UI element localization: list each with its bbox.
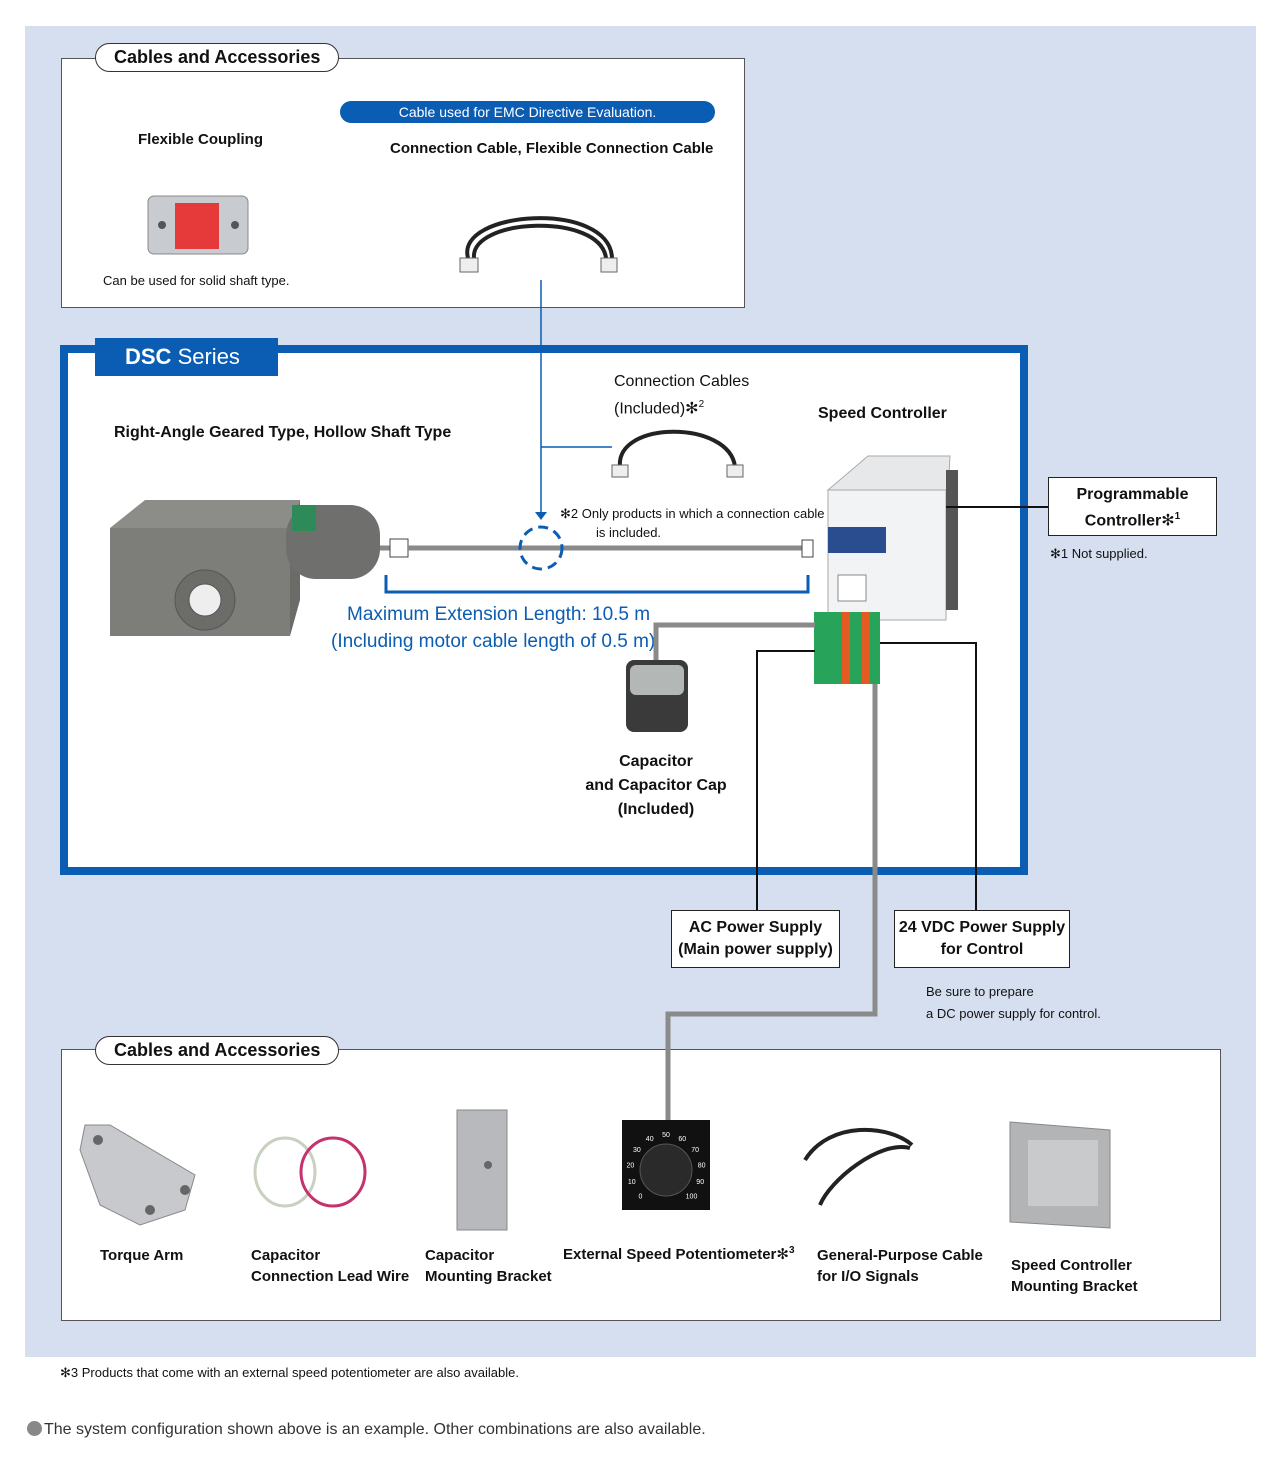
- plc-sup: 1: [1174, 511, 1181, 522]
- item-label: General-Purpose Cable: [817, 1247, 983, 1264]
- bottom-panel-title: Cables and Accessories: [95, 1036, 340, 1065]
- bullet-icon: [27, 1421, 42, 1436]
- plc-line1: Programmable: [1076, 486, 1189, 503]
- note2: ✻2 Only products in which a connection c…: [560, 504, 825, 542]
- system-note-text: The system configuration shown above is …: [44, 1421, 706, 1438]
- emc-badge: Cable used for EMC Directive Evaluation.: [340, 101, 715, 123]
- programmable-controller-box: Programmable Controller✻1: [1048, 477, 1217, 536]
- torque-arm-label: Torque Arm: [100, 1245, 183, 1266]
- capacitor-label: Capacitor and Capacitor Cap (Included): [576, 750, 736, 822]
- top-accessories-panel: [61, 58, 745, 308]
- dc-power-line1: 24 VDC Power Supply: [898, 919, 1066, 936]
- capacitor-line2: and Capacitor Cap: [585, 777, 727, 794]
- ac-power-line2: (Main power supply): [678, 941, 833, 958]
- item-label: External Speed Potentiometer✻: [563, 1246, 789, 1263]
- max-extension-line2: (Including motor cable length of 0.5 m): [331, 631, 656, 652]
- speed-controller-label: Speed Controller: [818, 405, 947, 422]
- item-sup: 3: [788, 1245, 795, 1256]
- system-note: The system configuration shown above is …: [27, 1421, 706, 1439]
- item-label: Connection Lead Wire: [251, 1268, 410, 1285]
- io-cable-label: General-Purpose Cable for I/O Signals: [817, 1245, 983, 1287]
- connection-cables-line1: Connection Cables: [614, 373, 750, 390]
- motor-label: Right-Angle Geared Type, Hollow Shaft Ty…: [114, 424, 452, 441]
- flexible-coupling-label: Flexible Coupling: [138, 131, 264, 148]
- dc-power-note: Be sure to prepare a DC power supply for…: [926, 981, 1101, 1025]
- capacitor-line1: Capacitor: [619, 753, 693, 770]
- item-label: Speed Controller: [1011, 1257, 1132, 1274]
- connection-cables-sup: 2: [698, 399, 705, 410]
- coupling-note: Can be used for solid shaft type.: [103, 273, 290, 288]
- dsc-series-tab: DSC Series: [95, 338, 278, 376]
- plc-note: ✻1 Not supplied.: [1050, 546, 1148, 561]
- connection-cables-label: Connection Cables (Included)✻2: [614, 370, 749, 420]
- ac-power-box: AC Power Supply (Main power supply): [671, 910, 840, 968]
- item-label: for I/O Signals: [817, 1268, 919, 1285]
- controller-bracket-label: Speed Controller Mounting Bracket: [1011, 1255, 1138, 1297]
- dc-note2: a DC power supply for control.: [926, 1006, 1101, 1021]
- top-panel-title: Cables and Accessories: [95, 43, 340, 72]
- series-name: DSC: [125, 344, 172, 369]
- ac-power-line1: AC Power Supply: [688, 919, 823, 936]
- item-label: Capacitor: [425, 1247, 495, 1264]
- connection-cable-label: Connection Cable, Flexible Connection Ca…: [390, 140, 714, 157]
- dc-note1: Be sure to prepare: [926, 984, 1034, 999]
- dc-power-line2: for Control: [940, 941, 1024, 958]
- connection-cables-line2: (Included)✻: [614, 400, 699, 418]
- max-extension-line1: Maximum Extension Length: 10.5 m: [347, 604, 651, 625]
- item-label: Mounting Bracket: [425, 1268, 552, 1285]
- item-label: Mounting Bracket: [1011, 1278, 1138, 1295]
- note2-line2: is included.: [596, 525, 662, 540]
- lead-wire-label: Capacitor Connection Lead Wire: [251, 1245, 409, 1287]
- note2-line1: ✻2 Only products in which a connection c…: [560, 506, 825, 521]
- potentiometer-label: External Speed Potentiometer✻3: [563, 1245, 795, 1263]
- series-suffix: Series: [171, 344, 240, 369]
- footnote-3: ✻3 Products that come with an external s…: [60, 1365, 519, 1380]
- capacitor-line3: (Included): [617, 801, 695, 818]
- cap-bracket-label: Capacitor Mounting Bracket: [425, 1245, 552, 1287]
- plc-line2: Controller✻: [1084, 512, 1175, 530]
- item-label: Capacitor: [251, 1247, 321, 1264]
- dc-power-box: 24 VDC Power Supply for Control: [894, 910, 1070, 968]
- item-label: Torque Arm: [100, 1247, 184, 1264]
